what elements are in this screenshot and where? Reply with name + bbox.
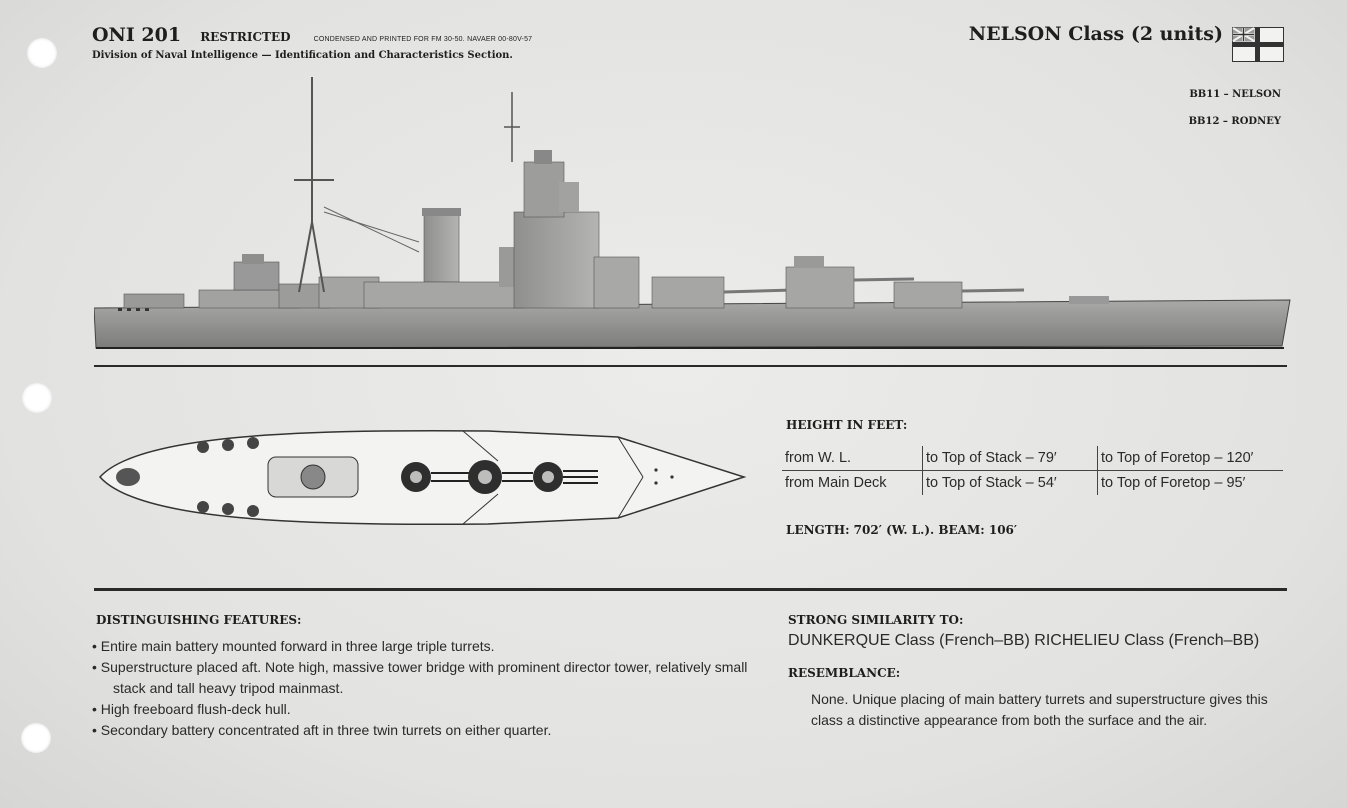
ship-profile-illustration <box>94 77 1291 349</box>
similarity-title: STRONG SIMILARITY TO: <box>788 613 964 627</box>
divider-upper <box>94 365 1287 367</box>
class-title: NELSON Class (2 units) <box>968 23 1223 45</box>
ship-plan-view-illustration <box>98 429 747 526</box>
divider-lower <box>94 588 1287 591</box>
white-ensign-flag-icon <box>1232 27 1284 62</box>
height-stack-cell: to Top of Stack – 54′ <box>922 470 1098 495</box>
unit-label-rodney: BB12 – RODNEY <box>1188 116 1281 127</box>
list-item: • Superstructure placed aft. Note high, … <box>92 659 748 696</box>
height-stack-cell: to Top of Stack – 79′ <box>922 446 1098 471</box>
list-item: • Secondary battery concentrated aft in … <box>92 722 552 738</box>
height-from-cell: from Main Deck <box>785 475 887 491</box>
document-id: ONI 201 <box>92 24 182 46</box>
distinguishing-list: • Entire main battery mounted forward in… <box>92 636 772 741</box>
printing-note: CONDENSED AND PRINTED FOR FM 30-50. NAVA… <box>313 36 533 43</box>
restricted-label: RESTRICTED <box>200 30 291 44</box>
resemblance-text: None. Unique placing of main battery tur… <box>811 691 1268 728</box>
table-row: from Main Deck to Top of Stack – 54′ to … <box>782 470 1283 495</box>
list-item: • High freeboard flush-deck hull. <box>92 701 291 717</box>
height-from-cell: from W. L. <box>782 446 923 471</box>
length-beam: LENGTH: 702′ (W. L.). BEAM: 106′ <box>786 523 1018 537</box>
height-foretop-cell: to Top of Foretop – 95′ <box>1097 470 1283 495</box>
binder-hole-middle <box>22 383 52 413</box>
height-section-title: HEIGHT IN FEET: <box>786 418 908 432</box>
similarity-text: DUNKERQUE Class (French–BB) RICHELIEU Cl… <box>788 632 1260 649</box>
height-foretop-cell: to Top of Foretop – 120′ <box>1097 446 1283 471</box>
table-row: from W. L. to Top of Stack – 79′ to Top … <box>782 446 1283 471</box>
binder-hole-top <box>27 38 57 68</box>
unit-label-nelson: BB11 – NELSON <box>1189 89 1281 100</box>
height-table: from W. L. to Top of Stack – 79′ to Top … <box>782 446 1283 495</box>
binder-hole-bottom <box>21 723 51 753</box>
distinguishing-title: DISTINGUISHING FEATURES: <box>96 613 302 627</box>
list-item: • Entire main battery mounted forward in… <box>92 638 495 654</box>
resemblance-title: RESEMBLANCE: <box>788 666 901 680</box>
document-header: ONI 201 RESTRICTED CONDENSED AND PRINTED… <box>92 24 532 46</box>
division-line: Division of Naval Intelligence — Identif… <box>92 50 513 61</box>
